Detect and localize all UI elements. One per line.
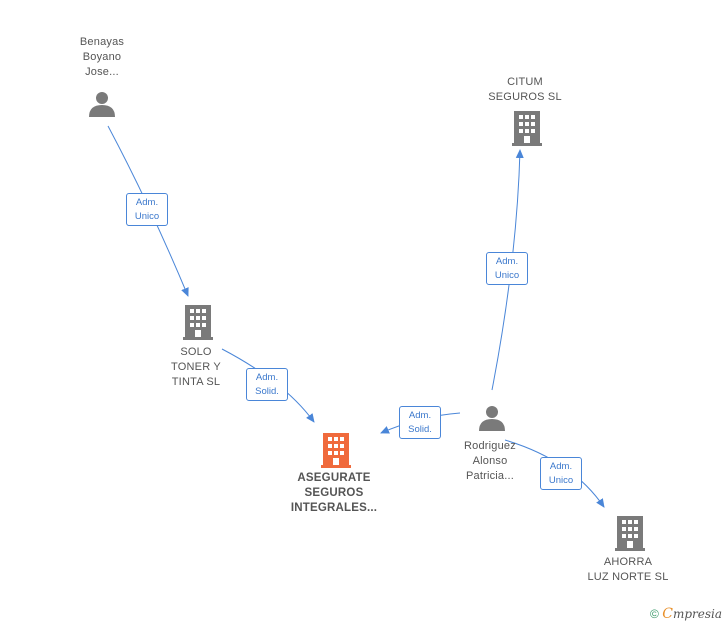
node-label-line: ASEGURATE — [297, 472, 371, 484]
edge-badge-line: Unico — [494, 270, 520, 281]
node-label-line: Alonso — [472, 455, 508, 467]
edge-badge-rodriguez-citum[interactable]: Adm. Unico — [486, 252, 528, 285]
edge-badge-line: Unico — [134, 211, 160, 222]
copyright-icon: © — [650, 607, 659, 621]
node-label-line: Jose... — [85, 66, 119, 78]
brand-initial: C — [662, 606, 673, 622]
node-label-line: SEGUROS SL — [488, 91, 562, 103]
node-label-asegurate[interactable]: ASEGURATE SEGUROS INTEGRALES... — [274, 471, 394, 516]
building-icon[interactable] — [512, 111, 542, 146]
edge-badge-rodriguez-ahorra[interactable]: Adm. Unico — [540, 457, 582, 490]
node-label-line: SOLO — [180, 346, 212, 358]
node-label-line: CITUM — [507, 76, 543, 88]
edge-badge-line: Adm. — [135, 197, 159, 208]
person-icon[interactable] — [479, 406, 505, 431]
edge-badge-line: Adm. — [549, 461, 573, 472]
edge-badge-line: Adm. — [495, 256, 519, 267]
node-label-line: Benayas — [79, 36, 125, 48]
empresia-watermark: © Cmpresia — [650, 606, 722, 622]
node-label-citum[interactable]: CITUM SEGUROS SL — [475, 75, 575, 105]
edge-badge-line: Solid. — [255, 386, 279, 397]
edge-badge-line: Adm. — [255, 372, 279, 383]
node-label-line: SEGUROS — [304, 487, 364, 499]
node-label-rodriguez[interactable]: Rodriguez Alonso Patricia... — [448, 439, 532, 484]
edge-badge-benayas-solo-toner[interactable]: Adm. Unico — [126, 193, 168, 226]
edge-badge-solo-toner-asegurate[interactable]: Adm. Solid. — [246, 368, 288, 401]
building-icon[interactable] — [183, 305, 213, 340]
node-label-line: LUZ NORTE SL — [587, 571, 669, 583]
edge-badge-line: Adm. — [408, 410, 432, 421]
edge-badge-line: Solid. — [408, 424, 432, 435]
node-label-line: TONER Y — [171, 361, 221, 373]
brand-name: mpresia — [672, 607, 722, 621]
person-icon[interactable] — [89, 92, 115, 117]
building-icon[interactable] — [615, 516, 645, 551]
edge-badge-rodriguez-asegurate[interactable]: Adm. Solid. — [399, 406, 441, 439]
edge-badge-line: Unico — [548, 475, 574, 486]
node-label-line: AHORRA — [603, 556, 653, 568]
node-label-line: TINTA SL — [171, 376, 221, 388]
node-label-benayas[interactable]: Benayas Boyano Jose... — [62, 35, 142, 80]
node-label-ahorra[interactable]: AHORRA LUZ NORTE SL — [578, 555, 678, 585]
node-label-line: Boyano — [82, 51, 122, 63]
node-label-line: INTEGRALES... — [290, 502, 378, 514]
building-icon-focus[interactable] — [321, 433, 351, 468]
node-label-line: Rodriguez — [464, 440, 516, 452]
node-label-solo-toner[interactable]: SOLO TONER Y TINTA SL — [156, 345, 236, 390]
node-label-line: Patricia... — [465, 470, 515, 482]
